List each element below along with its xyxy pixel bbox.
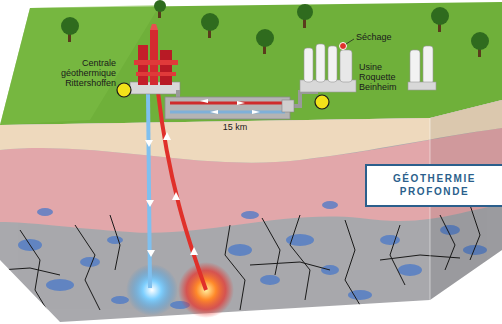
flow-arrows xyxy=(146,200,154,207)
granite-pockets xyxy=(228,244,252,256)
pipeline xyxy=(282,100,294,112)
factory xyxy=(408,82,436,90)
injection-well xyxy=(148,92,150,288)
banner-text: GÉOTHERMIE PROFONDE xyxy=(379,172,491,198)
granite-pockets xyxy=(46,279,74,291)
rock-fractures xyxy=(250,262,330,270)
rock-fractures xyxy=(345,220,360,305)
distance-label: 15 km xyxy=(205,122,265,132)
pipeline xyxy=(170,102,285,105)
flow-arrows xyxy=(147,250,155,257)
factory-marker xyxy=(315,95,329,109)
title-banner: GÉOTHERMIE PROFONDE xyxy=(365,164,502,207)
pipeline xyxy=(210,110,218,114)
granite-pockets xyxy=(380,235,400,245)
cold-zone xyxy=(126,264,178,316)
plant-marker xyxy=(117,83,131,97)
trees xyxy=(201,13,219,31)
granite-pockets xyxy=(322,201,338,209)
block-edge xyxy=(430,118,431,300)
factory xyxy=(328,46,337,82)
production-well xyxy=(158,92,206,290)
drying-marker xyxy=(340,43,347,50)
rock-fractures xyxy=(110,215,120,270)
pipeline xyxy=(252,110,260,114)
trees xyxy=(471,32,489,50)
geothermal-plant xyxy=(134,60,178,65)
flow-arrows xyxy=(172,192,180,200)
pipeline xyxy=(200,99,208,103)
granite-pockets xyxy=(107,236,123,244)
pipeline xyxy=(170,111,285,114)
granite-pockets xyxy=(241,211,259,219)
factory xyxy=(423,46,433,84)
geology-block xyxy=(0,80,502,163)
geothermal-plant xyxy=(150,30,158,85)
pipeline xyxy=(237,101,245,105)
factory xyxy=(340,50,352,82)
trees xyxy=(61,17,79,35)
plant-label: Centrale géothermique Rittershoffen xyxy=(40,58,116,88)
trees xyxy=(154,0,166,12)
rock-fractures xyxy=(0,205,480,315)
trees xyxy=(431,7,449,25)
granite-pockets xyxy=(80,257,100,267)
callout-label: Séchage xyxy=(356,32,406,42)
granite-pockets xyxy=(18,201,487,309)
factory xyxy=(300,44,436,92)
pipeline xyxy=(165,97,290,119)
factory xyxy=(304,48,313,82)
geothermal-plant xyxy=(160,50,172,85)
geothermal-plant xyxy=(150,24,158,30)
granite-pockets xyxy=(37,208,53,216)
geothermal-plant xyxy=(130,24,180,94)
rock-fractures xyxy=(290,215,310,300)
grass-surface xyxy=(0,2,502,125)
rock-fractures xyxy=(0,268,60,275)
leader-line xyxy=(346,39,354,44)
flow-arrows xyxy=(145,132,198,257)
rock-fractures xyxy=(75,225,100,310)
granite-pockets xyxy=(398,264,422,276)
geology-block xyxy=(0,60,502,324)
pipeline xyxy=(165,90,318,119)
flow-arrows xyxy=(163,132,171,140)
rock-fractures xyxy=(390,225,405,285)
flow-arrows xyxy=(190,247,198,255)
granite-pockets xyxy=(260,275,280,285)
factory xyxy=(316,44,325,82)
geothermal-plant xyxy=(136,72,176,76)
rock-fractures xyxy=(20,230,50,315)
flow-arrows xyxy=(145,140,153,147)
factory-label: Usine Roquette Beinheim xyxy=(359,62,405,92)
trees xyxy=(297,4,313,20)
factory xyxy=(410,50,420,84)
granite-pockets xyxy=(111,296,129,304)
rock-fractures xyxy=(262,218,280,275)
trees xyxy=(256,29,274,47)
